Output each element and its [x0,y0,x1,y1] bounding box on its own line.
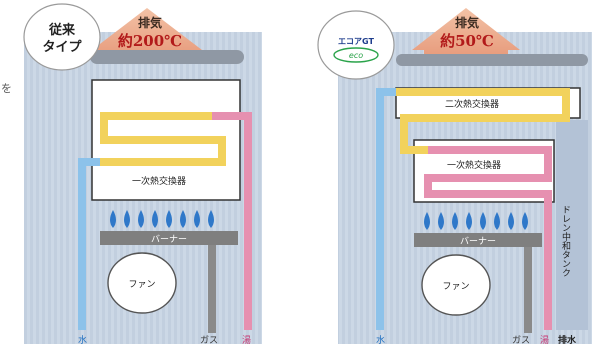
right-badge-line2: eco [349,51,363,60]
right-water-label: 水 [376,334,385,346]
right-hot-label: 湯 [540,335,549,346]
left-exchanger-label: 一次熱交換器 [132,175,186,187]
edge-glyph: を [1,82,12,95]
right-warm-pipe [396,88,570,154]
drain-tank [556,120,588,330]
primary-exchanger-label: 一次熱交換器 [447,159,501,171]
right-hot-pipe [424,146,552,330]
right-cold-pipe [376,88,396,330]
right-gas-pipe [524,247,532,333]
right-eco-badge [317,10,395,80]
left-gas-label: ガス [200,335,218,346]
right-gas-label: ガス [512,335,530,346]
right-fan [421,254,491,316]
left-hot-pipe [212,112,252,330]
left-hot-label: 湯 [242,335,251,346]
drain-tank-label: ドレン中和タンク [560,205,571,277]
left-burner-label: バーナー [151,234,187,245]
conventional-heater: 排気 約200℃ 従来 タイプ 一次熱交換器 バーナー ファン [23,3,262,346]
left-burner [100,231,238,245]
left-flames [110,210,214,228]
right-drain-label: 排水 [558,334,577,346]
left-fan [107,252,177,314]
right-burner-label: バーナー [460,236,496,247]
right-fan-label: ファン [442,282,469,292]
left-type-badge [23,3,101,71]
eco-heater: 排気 約50℃ エコアGT eco ドレン中和タンク 二次熱交換器 一次熱交換器 [317,8,592,346]
right-burner [414,233,542,247]
left-gas-pipe [208,245,216,333]
left-badge-line1: 従来 [48,22,76,38]
left-water-label: 水 [78,334,87,346]
right-flue [396,54,588,66]
left-exhaust-arrow [92,8,202,57]
right-flames [424,212,528,230]
secondary-exchanger-label: 二次熱交換器 [445,98,499,110]
left-fan-label: ファン [128,280,155,290]
left-warm-pipe [100,112,226,166]
right-exhaust-temp: 約50℃ [440,32,494,50]
left-cold-pipe [78,158,100,330]
right-exhaust-label: 排気 [455,15,479,30]
eco-logo-ring [333,47,379,63]
left-badge-line2: タイプ [42,40,82,55]
left-flue [90,50,244,64]
left-exhaust-temp: 約200℃ [118,32,182,50]
right-exhaust-arrow [412,8,520,57]
right-badge-line1: エコアGT [338,37,374,46]
left-exhaust-label: 排気 [138,15,162,30]
